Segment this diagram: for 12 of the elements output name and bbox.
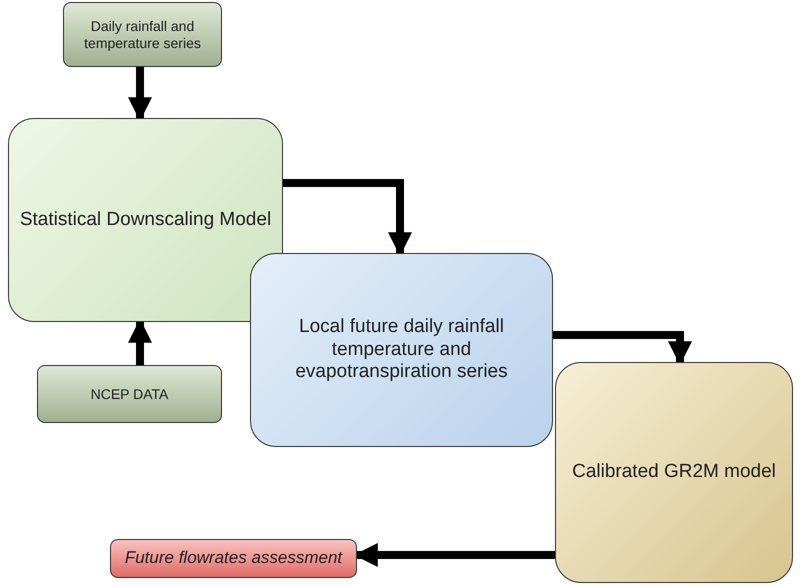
box-label: Future flowrates assessment bbox=[124, 548, 342, 569]
box-label: NCEP DATA bbox=[90, 386, 168, 402]
box-label: Daily rainfall and temperature series bbox=[83, 18, 202, 52]
process-box bbox=[63, 2, 222, 67]
process-box bbox=[8, 118, 283, 322]
box-label: Calibrated GR2M model bbox=[572, 461, 776, 484]
process-box bbox=[555, 362, 793, 583]
box-label: Local future daily rainfall temperature and evapotranspiration series bbox=[294, 316, 509, 384]
process-box bbox=[37, 365, 222, 423]
process-box bbox=[110, 539, 357, 578]
process-box bbox=[250, 253, 553, 447]
box-label: Statistical Downscaling Model bbox=[20, 208, 272, 232]
